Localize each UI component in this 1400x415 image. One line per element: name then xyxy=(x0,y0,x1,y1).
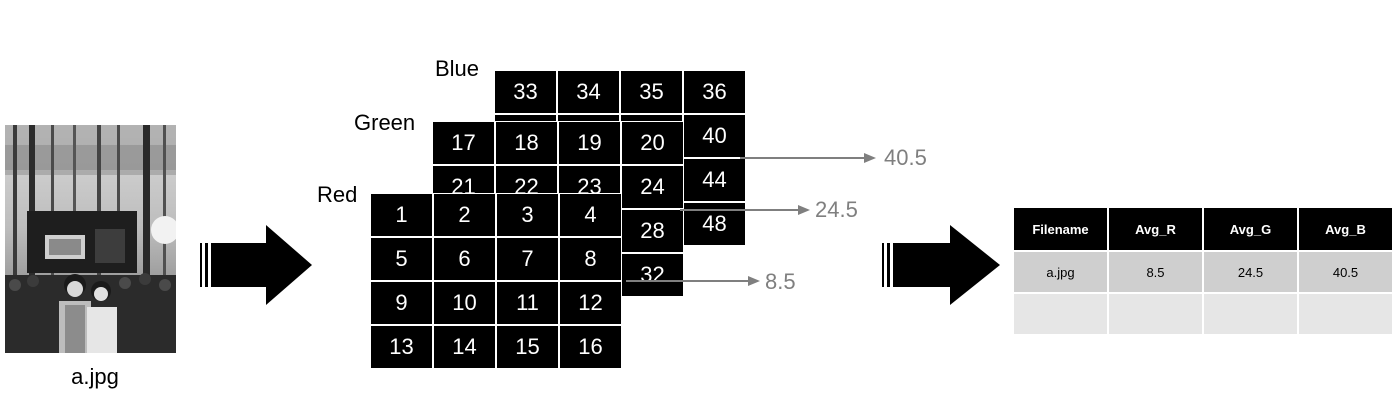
green-average-value: 24.5 xyxy=(815,197,858,222)
table-row: a.jpg 8.5 24.5 40.5 xyxy=(1012,250,1394,294)
header-filename: Filename xyxy=(1012,206,1109,252)
green-pixel-cell: 17 xyxy=(433,122,494,164)
red-pixel-cell: 15 xyxy=(497,326,558,368)
red-pixel-cell: 13 xyxy=(371,326,432,368)
cell-avg-g: 24.5 xyxy=(1202,250,1299,294)
header-avg-r: Avg_R xyxy=(1107,206,1204,252)
blue-pixel-cell: 48 xyxy=(684,203,745,245)
red-pixel-cell: 6 xyxy=(434,238,495,280)
cell-filename: a.jpg xyxy=(1012,250,1109,294)
channel-label-red: Red xyxy=(317,182,358,207)
process-arrow-1 xyxy=(200,225,312,305)
green-pixel-cell: 28 xyxy=(622,210,683,252)
process-arrow-2 xyxy=(882,225,1000,305)
red-pixel-cell: 10 xyxy=(434,282,495,324)
input-filename: a.jpg xyxy=(71,364,119,389)
cell-avg-r: 8.5 xyxy=(1107,250,1204,294)
table-row xyxy=(1012,292,1394,336)
red-pixel-cell: 5 xyxy=(371,238,432,280)
red-average-arrowhead xyxy=(748,276,760,286)
red-pixel-cell: 1 xyxy=(371,194,432,236)
blue-pixel-cell: 40 xyxy=(684,115,745,157)
green-pixel-cell: 32 xyxy=(622,254,683,296)
blue-pixel-cell: 33 xyxy=(495,71,556,113)
blue-average-arrowhead xyxy=(864,153,876,163)
red-pixel-cell: 7 xyxy=(497,238,558,280)
blue-pixel-cell: 36 xyxy=(684,71,745,113)
red-pixel-cell: 3 xyxy=(497,194,558,236)
red-pixel-cell: 16 xyxy=(560,326,621,368)
table-header-row: Filename Avg_R Avg_G Avg_B xyxy=(1012,206,1394,252)
cell-avg-b xyxy=(1297,292,1394,336)
blue-pixel-cell: 34 xyxy=(558,71,619,113)
blue-average-value: 40.5 xyxy=(884,145,927,170)
channel-label-green: Green xyxy=(354,110,416,135)
red-pixel-cell: 4 xyxy=(560,194,621,236)
red-pixel-cell: 9 xyxy=(371,282,432,324)
green-pixel-cell: 24 xyxy=(622,166,683,208)
red-average-value: 8.5 xyxy=(765,269,796,294)
cell-avg-g xyxy=(1202,292,1299,336)
cell-avg-b: 40.5 xyxy=(1297,250,1394,294)
header-avg-b: Avg_B xyxy=(1297,206,1394,252)
red-pixel-cell: 8 xyxy=(560,238,621,280)
green-average-arrowhead xyxy=(798,205,810,215)
header-avg-g: Avg_G xyxy=(1202,206,1299,252)
cell-filename xyxy=(1012,292,1109,336)
green-pixel-cell: 20 xyxy=(622,122,683,164)
green-pixel-cell: 18 xyxy=(496,122,557,164)
red-pixel-cell: 11 xyxy=(497,282,558,324)
input-photo xyxy=(5,125,176,353)
channel-label-blue: Blue xyxy=(435,56,480,81)
cell-avg-r xyxy=(1107,292,1204,336)
red-pixel-cell: 14 xyxy=(434,326,495,368)
red-pixel-cell: 2 xyxy=(434,194,495,236)
blue-pixel-cell: 44 xyxy=(684,159,745,201)
red-pixel-cell: 12 xyxy=(560,282,621,324)
results-table: Filename Avg_R Avg_G Avg_B a.jpg 8.5 24.… xyxy=(1012,206,1394,336)
blue-pixel-cell: 35 xyxy=(621,71,682,113)
green-pixel-cell: 19 xyxy=(559,122,620,164)
